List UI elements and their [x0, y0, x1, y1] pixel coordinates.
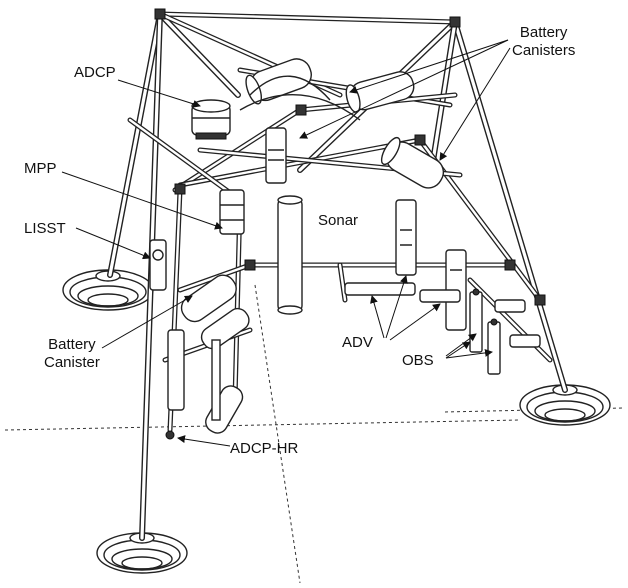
lisst-instrument — [149, 239, 167, 291]
reference-dashed-lines — [4, 284, 623, 584]
mpp-instrument — [219, 189, 245, 235]
adcp-hr-instrument — [165, 339, 244, 440]
label-battery-canisters-line1: Battery — [519, 24, 568, 41]
label-battery-canisters: Battery Canisters — [512, 24, 575, 60]
label-adv: ADV — [342, 334, 373, 351]
foot-pad-right — [519, 384, 611, 426]
label-sonar: Sonar — [318, 212, 359, 229]
obs-instruments — [469, 288, 541, 375]
label-leaders — [61, 39, 511, 447]
label-adcp: ADCP — [74, 64, 116, 81]
label-battery-canister-line1: Battery — [48, 336, 96, 353]
label-obs: OBS — [402, 352, 434, 369]
sonar-instrument — [265, 127, 303, 315]
upper-frame — [127, 11, 543, 303]
label-battery-canister: Battery Canister — [44, 336, 100, 372]
frame-joints — [154, 8, 546, 306]
label-adcp-hr: ADCP-HR — [230, 440, 299, 457]
label-mpp: MPP — [24, 160, 57, 177]
label-battery-canister-line2: Canister — [44, 354, 100, 371]
top-battery-canisters — [239, 58, 445, 189]
battery-canister-lower — [167, 274, 250, 411]
adcp-instrument — [191, 99, 231, 140]
label-battery-canisters-line2: Canisters — [512, 42, 576, 59]
label-lisst: LISST — [24, 220, 66, 237]
adv-instruments — [344, 199, 467, 331]
